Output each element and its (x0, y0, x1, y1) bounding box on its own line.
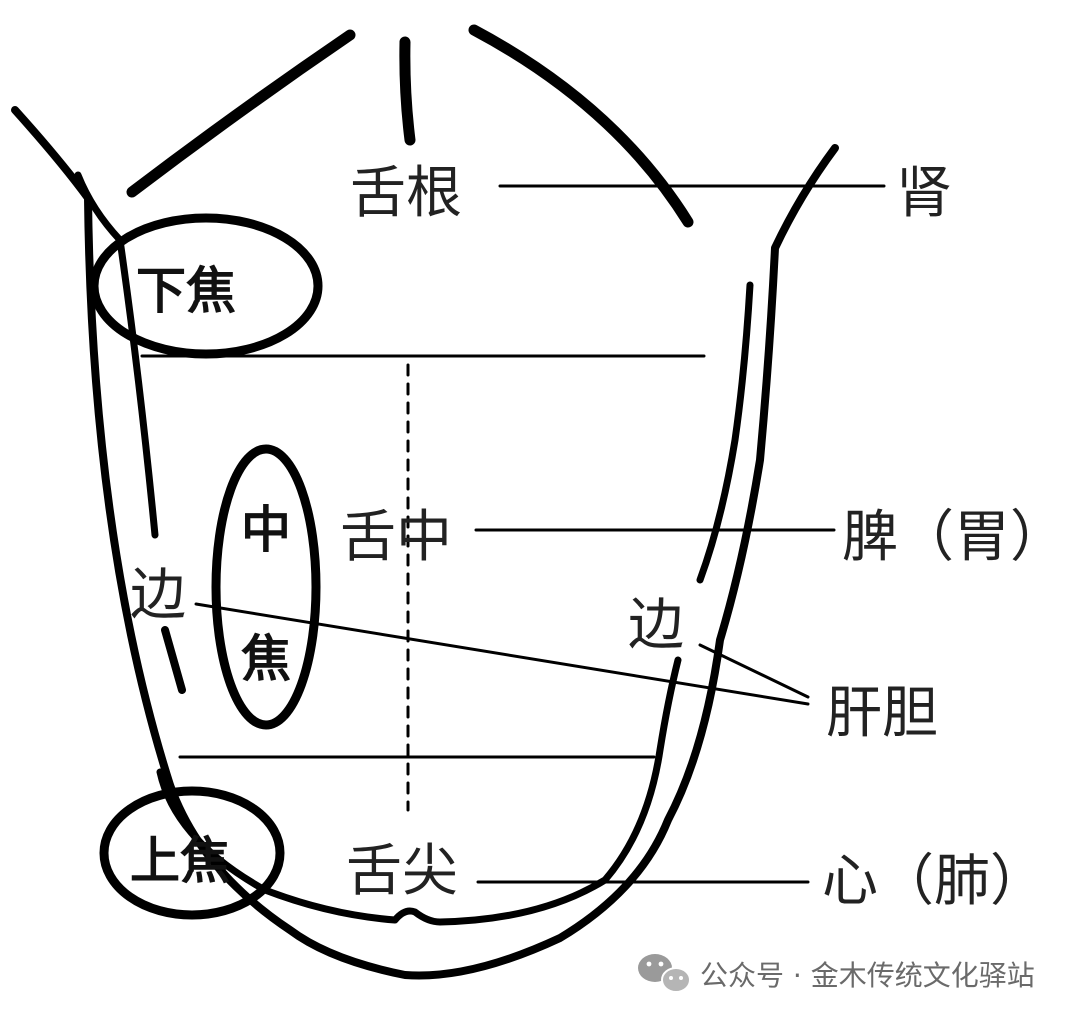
label-right-side: 边 (628, 593, 684, 658)
tongue-inner-left (74, 171, 159, 539)
leader-left-side-liver (194, 602, 810, 706)
lower-burner-ring (89, 213, 323, 359)
upper-burner-ring (99, 786, 285, 920)
tongue-outline (11, 106, 839, 980)
tongue-inner-right (696, 281, 754, 584)
label-lower-burner: 下焦 (136, 262, 236, 320)
middle-burner-ring (211, 444, 321, 730)
label-organ-heart-lung: 心（肺） (822, 849, 1046, 914)
label-tongue-root: 舌根 (350, 161, 462, 226)
label-upper-burner: 上焦 (130, 832, 230, 890)
leader-right-side-liver (698, 643, 810, 699)
label-left-side: 边 (130, 563, 186, 628)
label-organ-liver-gallbladder: 肝胆 (826, 681, 938, 746)
watermark-text: 公众号 · 金木传统文化驿站 (700, 959, 1035, 992)
label-tongue-tip: 舌尖 (346, 839, 458, 904)
label-middle-burner-bottom: 焦 (241, 630, 291, 688)
tongue-top-strokes (126, 24, 694, 228)
label-middle-burner-top: 中 (241, 501, 291, 559)
label-organ-kidney: 肾 (896, 161, 952, 226)
wechat-icon (638, 954, 691, 993)
label-tongue-middle: 舌中 (340, 505, 452, 570)
label-organ-spleen-stomach: 脾（胃） (842, 505, 1066, 570)
watermark: 公众号 · 金木传统文化驿站 (638, 954, 1035, 993)
tongue-inner-left-short (161, 626, 186, 694)
